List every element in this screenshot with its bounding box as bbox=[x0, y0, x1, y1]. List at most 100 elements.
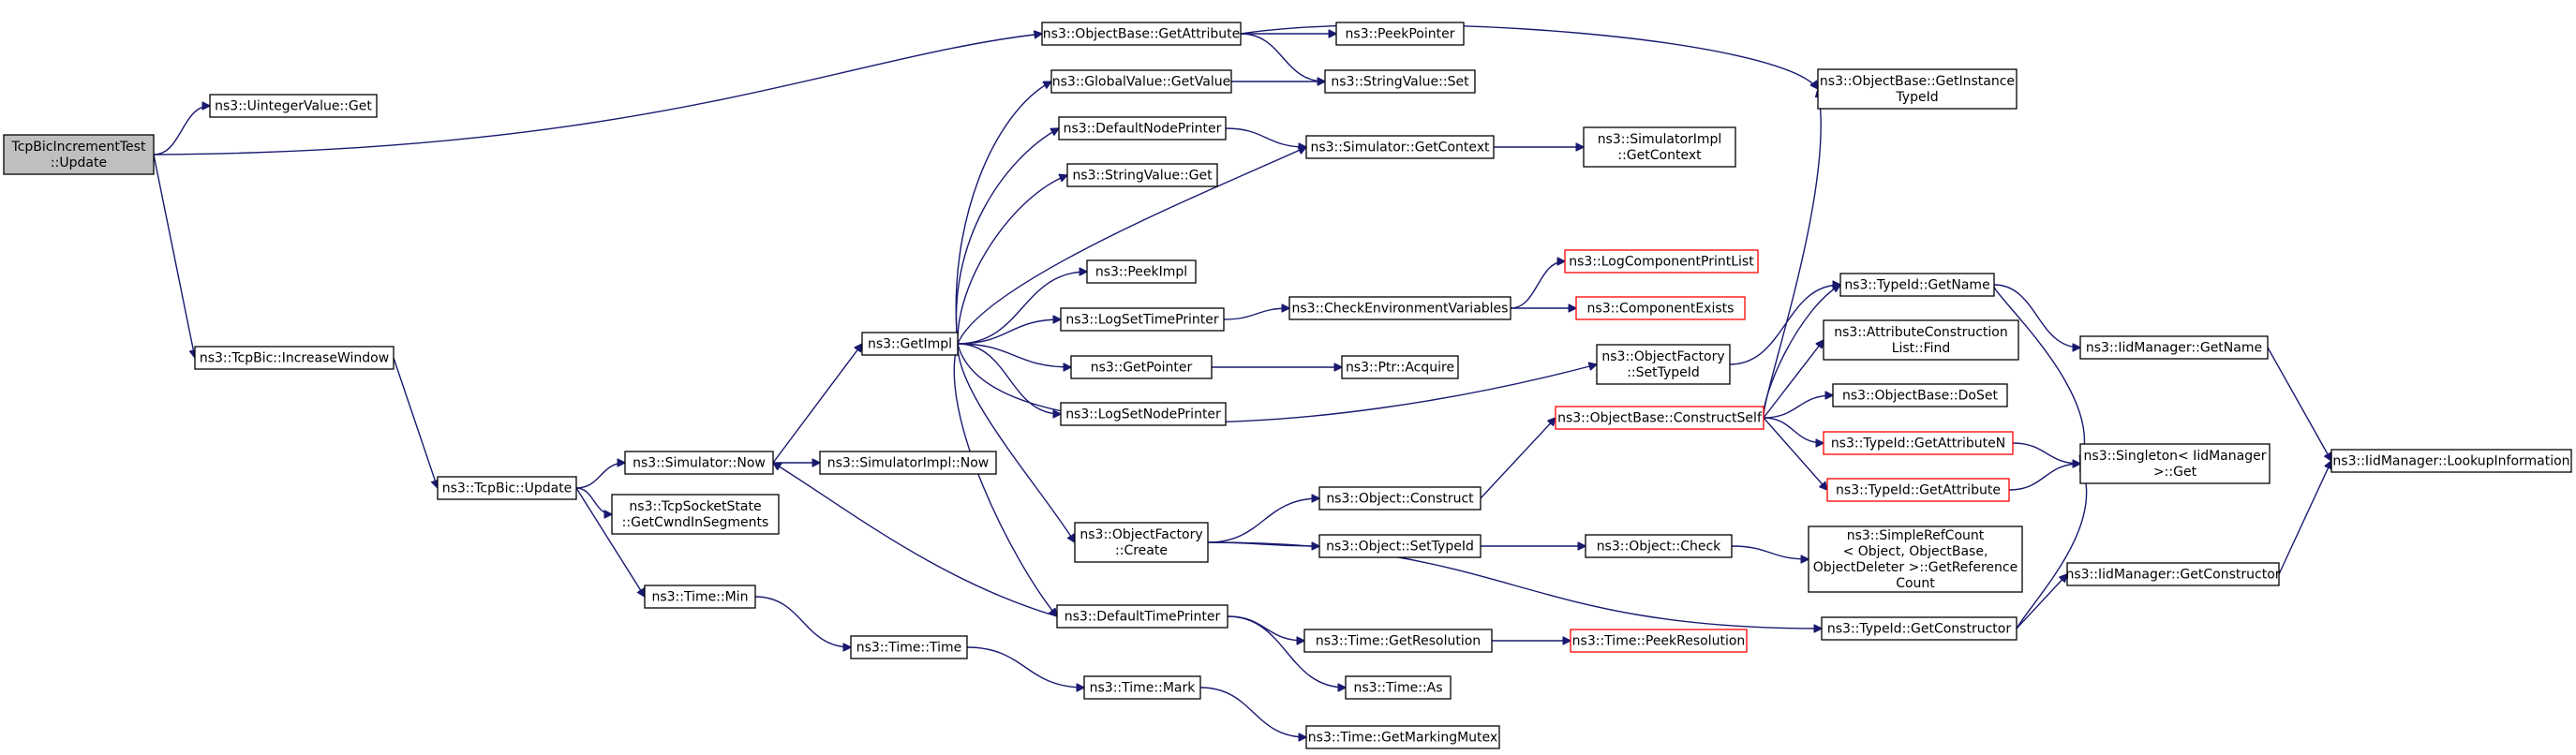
node-label: ns3::Simulator::Now bbox=[633, 456, 766, 471]
node-label: ns3::Time::As bbox=[1353, 681, 1442, 696]
node-box bbox=[1058, 116, 1227, 141]
node-label: ns3::ObjectBase::ConstructSelf bbox=[1557, 411, 1763, 426]
node-objBaseDoSet[interactable]: ns3::ObjectBase::DoSet bbox=[1832, 383, 2008, 407]
node-label: Count bbox=[1896, 576, 1935, 591]
node-iidGetName[interactable]: ns3::IidManager::GetName bbox=[2079, 335, 2269, 360]
node-simImplGetContext[interactable]: ns3::SimulatorImpl::GetContext bbox=[1583, 126, 1736, 168]
node-label: ns3::SimulatorImpl bbox=[1598, 132, 1722, 147]
node-ptrAcquire[interactable]: ns3::Ptr::Acquire bbox=[1341, 355, 1459, 379]
node-box bbox=[209, 94, 378, 118]
node-tcpSocketState[interactable]: ns3::TcpSocketState::GetCwndInSegments bbox=[611, 494, 780, 535]
node-box bbox=[1303, 629, 1493, 653]
edge-constructSelf-to-typeIdGetAttribute bbox=[1763, 417, 1827, 490]
node-defaultNodePrinter[interactable]: ns3::DefaultNodePrinter bbox=[1058, 116, 1227, 141]
node-box bbox=[3, 134, 155, 175]
node-defaultTimePrinter[interactable]: ns3::DefaultTimePrinter bbox=[1056, 604, 1228, 629]
node-objFactorySetTypeId[interactable]: ns3::ObjectFactory::SetTypeId bbox=[1596, 344, 1731, 385]
node-simImplNow[interactable]: ns3::SimulatorImpl::Now bbox=[819, 451, 997, 475]
node-label: ns3::PeekPointer bbox=[1346, 27, 1455, 42]
edge-iidGetConstructor-to-iidLookupInformation bbox=[2278, 461, 2331, 575]
edge-getImpl-to-globalGetValue bbox=[955, 81, 1051, 345]
node-typeIdGetAttribute[interactable]: ns3::TypeId::GetAttribute bbox=[1826, 478, 2010, 502]
edge-typeIdGetAttribute-to-singletonGet bbox=[2008, 464, 2080, 491]
node-tcpBicUpdate[interactable]: ns3::TcpBic::Update bbox=[437, 476, 577, 500]
node-stringValueGet[interactable]: ns3::StringValue::Get bbox=[1066, 163, 1218, 187]
edge-getImpl-to-objFactoryCreate bbox=[957, 343, 1075, 542]
node-stringValueSet[interactable]: ns3::StringValue::Set bbox=[1324, 69, 1476, 94]
node-uintegerGet[interactable]: ns3::UintegerValue::Get bbox=[209, 94, 378, 118]
node-increaseWindow[interactable]: ns3::TcpBic::IncreaseWindow bbox=[194, 346, 395, 370]
node-objectCheck[interactable]: ns3::Object::Check bbox=[1585, 534, 1733, 558]
node-globalGetValue[interactable]: ns3::GlobalValue::GetValue bbox=[1050, 69, 1232, 94]
node-getImpl[interactable]: ns3::GetImpl bbox=[861, 332, 959, 356]
node-label: ns3::Object::SetTypeId bbox=[1326, 540, 1474, 555]
node-iidLookupInformation[interactable]: ns3::IidManager::LookupInformation bbox=[2330, 449, 2572, 473]
node-timePeekResolution[interactable]: ns3::Time::PeekResolution bbox=[1570, 629, 1748, 653]
edge-getImpl-to-objFactorySetTypeId bbox=[957, 343, 1597, 423]
node-label: ns3::IidManager::GetName bbox=[2086, 341, 2262, 356]
node-peekImpl[interactable]: ns3::PeekImpl bbox=[1086, 259, 1197, 284]
node-box bbox=[1832, 383, 2008, 407]
edge-constructSelf-to-attrConstructionFind bbox=[1763, 340, 1824, 419]
node-label: ns3::ObjectBase::DoSet bbox=[1842, 389, 1998, 404]
node-logSetNodePrinter[interactable]: ns3::LogSetNodePrinter bbox=[1060, 402, 1227, 426]
node-timeTime[interactable]: ns3::Time::Time bbox=[850, 635, 968, 659]
node-getMarkingMutex[interactable]: ns3::Time::GetMarkingMutex bbox=[1305, 725, 1500, 749]
node-timeAs[interactable]: ns3::Time::As bbox=[1345, 675, 1452, 700]
edge-root-to-uintegerGet bbox=[153, 106, 210, 155]
node-iidGetConstructor[interactable]: ns3::IidManager::GetConstructor bbox=[2065, 562, 2281, 586]
node-label: ::GetContext bbox=[1617, 148, 1702, 163]
node-label: ns3::TcpSocketState bbox=[629, 499, 761, 514]
node-objFactoryCreate[interactable]: ns3::ObjectFactory::Create bbox=[1074, 522, 1209, 563]
node-label: ::SetTypeId bbox=[1627, 365, 1700, 380]
node-getPointer[interactable]: ns3::GetPointer bbox=[1070, 355, 1213, 379]
node-box bbox=[1041, 22, 1242, 46]
edge-root-to-objBaseGetAttr bbox=[153, 34, 1042, 155]
node-typeIdGetConstructor[interactable]: ns3::TypeId::GetConstructor bbox=[1821, 616, 2018, 641]
node-box bbox=[1341, 355, 1459, 379]
node-objBaseGetAttr[interactable]: ns3::ObjectBase::GetAttribute bbox=[1041, 22, 1242, 46]
node-label: ns3::GetPointer bbox=[1091, 361, 1193, 376]
node-label: ns3::IidManager::GetConstructor bbox=[2065, 568, 2280, 583]
node-simGetContext[interactable]: ns3::Simulator::GetContext bbox=[1305, 135, 1495, 159]
node-box bbox=[624, 451, 774, 475]
node-box bbox=[1074, 522, 1209, 563]
node-label: ns3::PeekImpl bbox=[1095, 265, 1187, 280]
node-box bbox=[1555, 406, 1764, 430]
node-box bbox=[1345, 675, 1452, 700]
node-label: >::Get bbox=[2153, 465, 2197, 480]
node-box bbox=[1318, 534, 1482, 558]
node-peekPointer[interactable]: ns3::PeekPointer bbox=[1335, 22, 1465, 46]
node-box bbox=[1826, 478, 2010, 502]
node-label: ns3::Object::Construct bbox=[1326, 492, 1474, 507]
node-label: ns3::ObjectBase::GetInstance bbox=[1820, 74, 2015, 89]
node-logComponentPrintList[interactable]: ns3::LogComponentPrintList bbox=[1564, 249, 1759, 274]
edge-getImpl-to-defaultTimePrinter bbox=[953, 343, 1057, 616]
node-label: ns3::Time::GetResolution bbox=[1316, 634, 1481, 649]
node-objectConstruct[interactable]: ns3::Object::Construct bbox=[1318, 486, 1482, 511]
node-checkEnvVars[interactable]: ns3::CheckEnvironmentVariables bbox=[1288, 296, 1511, 320]
node-timeMin[interactable]: ns3::Time::Min bbox=[644, 585, 756, 609]
node-timeGetResolution[interactable]: ns3::Time::GetResolution bbox=[1303, 629, 1493, 653]
node-root[interactable]: TcpBicIncrementTest::Update bbox=[3, 134, 155, 175]
node-timeMark[interactable]: ns3::Time::Mark bbox=[1083, 675, 1201, 700]
node-box bbox=[1060, 307, 1225, 332]
node-simNow[interactable]: ns3::Simulator::Now bbox=[624, 451, 774, 475]
node-box bbox=[1335, 22, 1465, 46]
node-box bbox=[2079, 335, 2269, 360]
node-typeIdGetName[interactable]: ns3::TypeId::GetName bbox=[1839, 273, 1995, 297]
node-constructSelf[interactable]: ns3::ObjectBase::ConstructSelf bbox=[1555, 406, 1764, 430]
node-singletonGet[interactable]: ns3::Singleton< IidManager>::Get bbox=[2079, 443, 2271, 484]
node-objectSetTypeId[interactable]: ns3::Object::SetTypeId bbox=[1318, 534, 1482, 558]
node-logSetTimePrinter[interactable]: ns3::LogSetTimePrinter bbox=[1060, 307, 1225, 332]
edge-simNow-to-getImpl bbox=[772, 344, 862, 464]
edge-typeIdGetAttributeN-to-singletonGet bbox=[2012, 442, 2080, 464]
node-box bbox=[644, 585, 756, 609]
node-typeIdGetAttributeN[interactable]: ns3::TypeId::GetAttributeN bbox=[1823, 431, 2014, 455]
node-label: ns3::Time::Mark bbox=[1090, 681, 1197, 696]
node-simpleRefCount[interactable]: ns3::SimpleRefCount< Object, ObjectBase,… bbox=[1808, 526, 2023, 593]
node-componentExists[interactable]: ns3::ComponentExists bbox=[1575, 296, 1746, 320]
